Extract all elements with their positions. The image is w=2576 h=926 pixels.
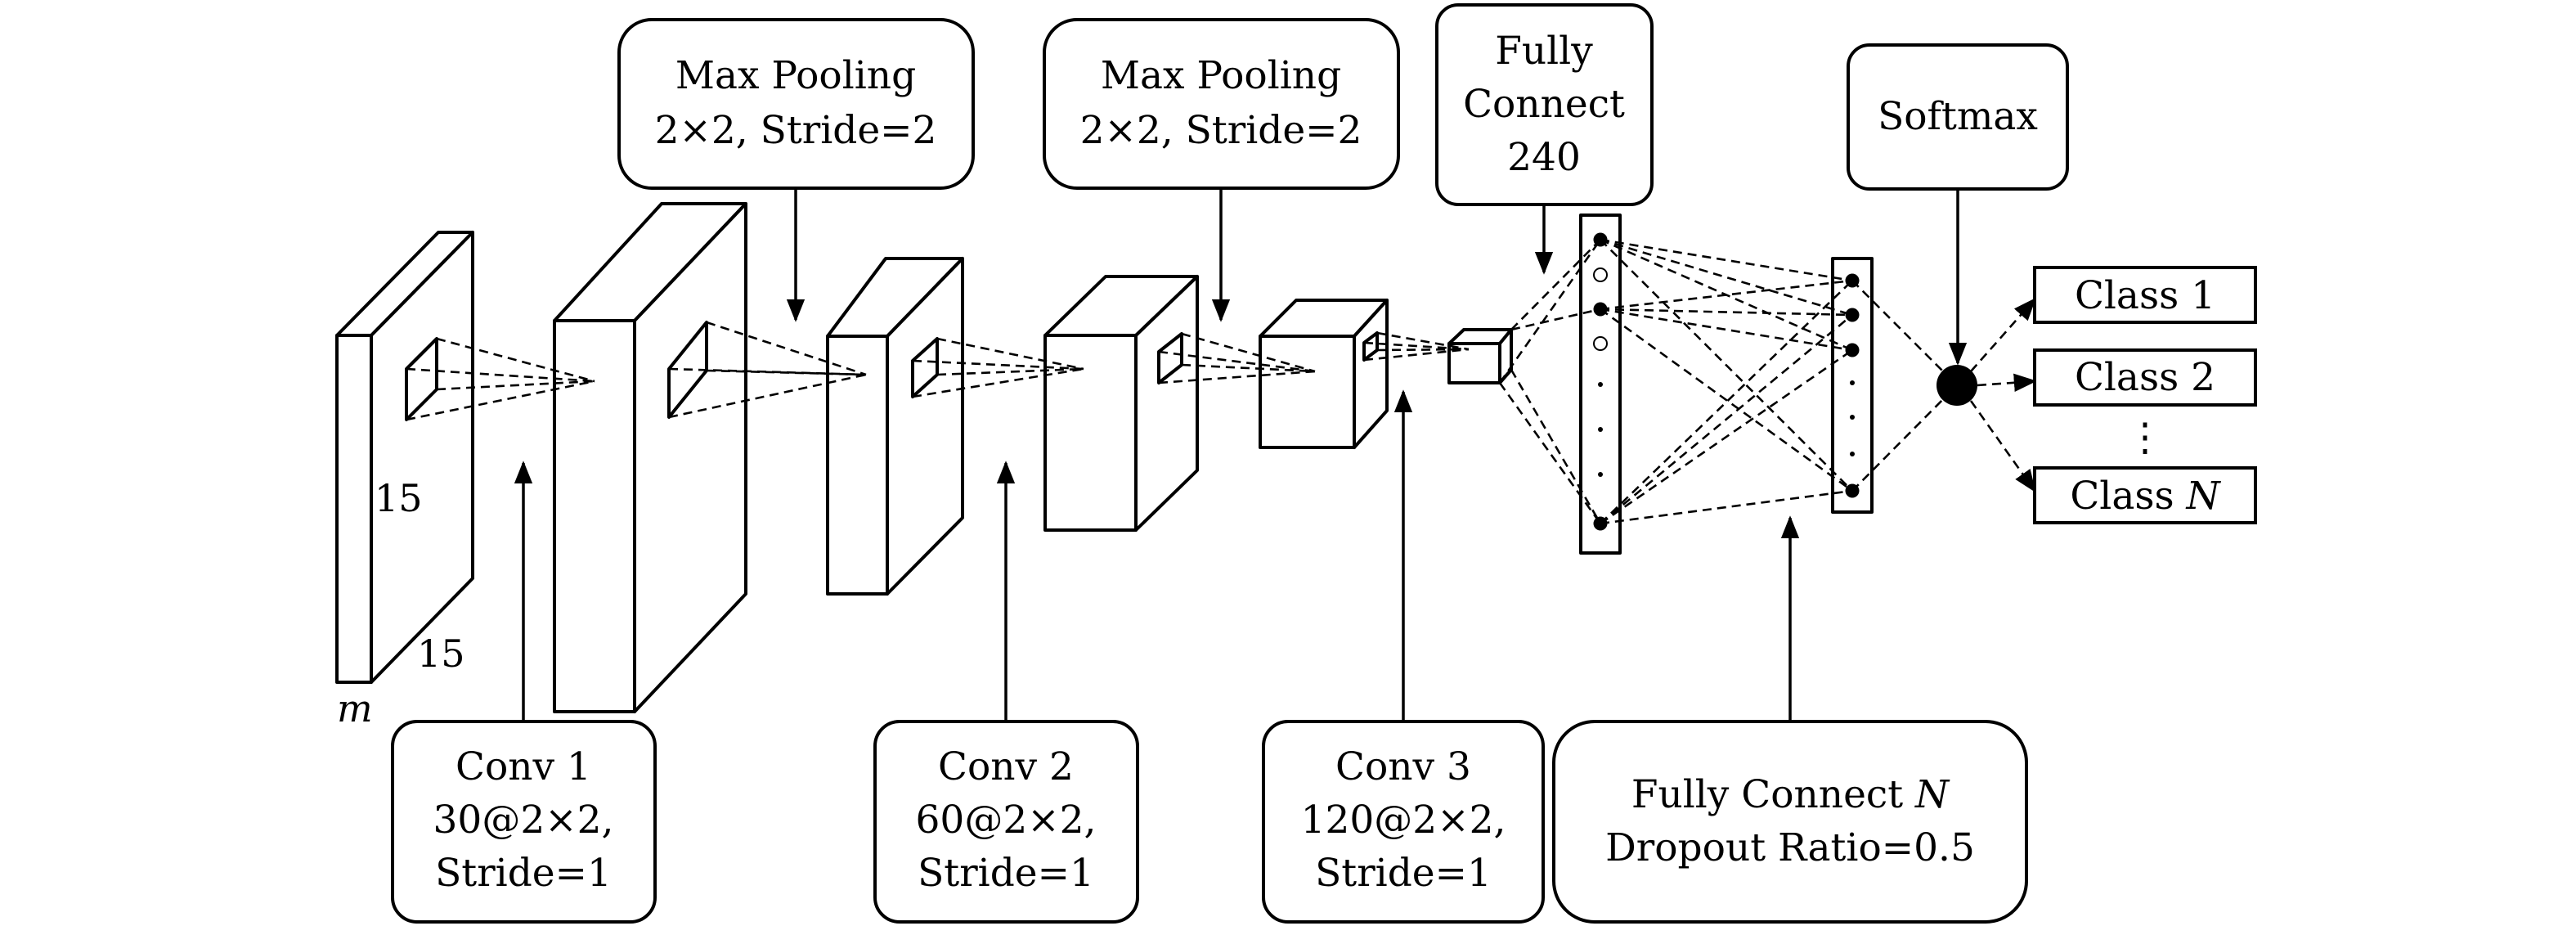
softmax-label: Softmax — [1878, 94, 2038, 139]
conv2-line2: 60@2×2, — [916, 798, 1097, 843]
conv3-to-fc-lines — [1498, 239, 1602, 524]
class-n-box — [2033, 466, 2257, 524]
conv3-volume — [1447, 328, 1513, 384]
pool2-volume — [1259, 299, 1389, 449]
conv1-line3: Stride=1 — [435, 851, 612, 896]
maxpool2-box — [1043, 18, 1400, 190]
fc240-line2: Connect — [1463, 82, 1625, 127]
maxpool1-box — [617, 18, 975, 190]
conv1-line1: Conv 1 — [456, 744, 591, 789]
conv3-line1: Conv 3 — [1335, 744, 1471, 789]
class-2-label: Class 2 — [2075, 355, 2215, 400]
fcN-line1: Fully Connect N — [1631, 772, 1950, 817]
conv3-line2: 120@2×2, — [1301, 798, 1506, 843]
conv3-line3: Stride=1 — [1315, 851, 1492, 896]
pool1-volume — [826, 257, 964, 596]
conv-receptive-field-lines — [406, 321, 1470, 421]
fc-to-fcN-lines — [1600, 238, 1853, 525]
fc240-line3: 240 — [1507, 135, 1581, 180]
pointer-arrows — [514, 188, 1968, 721]
class-n-label: Class N — [2070, 474, 2221, 519]
conv1-line2: 30@2×2, — [433, 798, 614, 843]
class-1-box — [2033, 266, 2257, 324]
input-width-label: 15 — [417, 632, 465, 676]
input-volume — [335, 231, 474, 684]
fcN-box — [1552, 720, 2028, 924]
maxpool2-line1: Max Pooling — [1101, 53, 1341, 98]
maxpool1-line2: 2×2, Stride=2 — [655, 108, 937, 153]
maxpool1-line1: Max Pooling — [675, 53, 916, 98]
input-height-label: 15 — [375, 476, 423, 520]
fc240-line1: Fully — [1495, 29, 1593, 74]
conv2-volume — [1043, 275, 1199, 532]
class-ellipsis: ⋮ — [2126, 415, 2165, 460]
conv2-line1: Conv 2 — [938, 744, 1074, 789]
class-1-label: Class 1 — [2075, 273, 2215, 318]
softmax-to-class-arrows — [1969, 297, 2037, 493]
input-depth-label: m — [337, 686, 373, 730]
class-2-box — [2033, 348, 2257, 407]
conv2-line3: Stride=1 — [918, 851, 1094, 896]
fcN-line2: Dropout Ratio=0.5 — [1605, 825, 1975, 870]
conv1-volume — [553, 202, 747, 713]
maxpool2-line2: 2×2, Stride=2 — [1080, 108, 1362, 153]
fcN-to-softmax-lines — [1851, 280, 1958, 492]
